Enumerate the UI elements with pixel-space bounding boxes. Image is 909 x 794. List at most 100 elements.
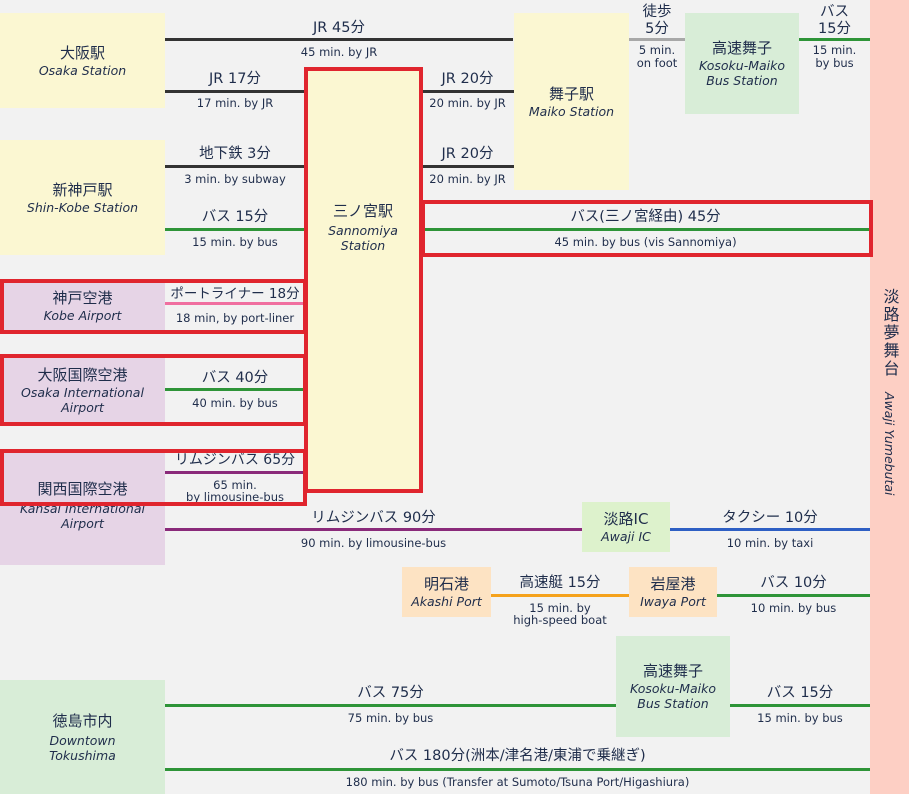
route-shinkobe-bus-en: 15 min. by bus — [192, 235, 278, 249]
limousine-line-kansai-awaji — [165, 528, 582, 531]
route-kansai-awaji-en: 90 min. by limousine-bus — [300, 536, 447, 550]
route-sannomiya-maiko-bottom-en: 20 min. by JR — [429, 172, 506, 186]
kosoku-maiko-top-en2: Bus Station — [706, 73, 778, 88]
kosoku-maiko-bottom-jp: 高速舞子 — [642, 662, 703, 680]
route-shinkobe-subway-jp: 地下鉄 3分 — [199, 146, 271, 162]
route-tokushima-75-jp: バス 75分 — [357, 685, 424, 701]
kosoku-maiko-top-en1: Kosoku-Maiko — [698, 58, 786, 73]
kansai-airport-en1: Kansai International — [20, 501, 145, 516]
itami-airport-en2: Airport — [61, 399, 104, 415]
route-sannomiya-bus-jp: バス(三ノ宮経由) 45分 — [570, 209, 721, 225]
subway-line-shinkobe — [165, 165, 305, 168]
route-shinkobe-subway-en: 3 min. by subway — [184, 172, 286, 186]
iwaya-port-en: Iwaya Port — [640, 594, 706, 609]
limousine-line-kansai-sannomiya — [165, 471, 305, 474]
jr-line-osaka-maiko — [165, 38, 513, 41]
route-boat-en2: high-speed boat — [513, 613, 607, 627]
route-osaka-maiko-en: 45 min. by JR — [300, 45, 378, 59]
boat-line — [491, 594, 629, 597]
awaji-ic-jp: 淡路IC — [603, 510, 649, 528]
jr-line-sannomiya-maiko-top — [421, 90, 514, 93]
route-taxi-en: 10 min. by taxi — [726, 536, 814, 550]
maiko-station-box: 舞子駅 Maiko Station — [514, 13, 629, 190]
route-walk-en1: 5 min. — [638, 43, 676, 57]
route-boat-jp: 高速艇 15分 — [519, 575, 601, 591]
shinkobe-station-en: Shin-Kobe Station — [26, 199, 139, 215]
iwaya-port-jp: 岩屋港 — [650, 575, 696, 593]
route-maiko-bus-jp1: バス — [820, 4, 849, 20]
bus-line-tokushima-180 — [165, 768, 870, 771]
kobe-airport-box: 神戸空港 Kobe Airport — [0, 280, 165, 332]
itami-airport-en1: Osaka International — [21, 384, 144, 400]
osaka-station-box: 大阪駅 Osaka Station — [0, 13, 165, 108]
kosoku-maiko-top-jp: 高速舞子 — [711, 39, 772, 57]
route-shinkobe-bus-jp: バス 15分 — [201, 209, 269, 225]
kansai-airport-box: 関西国際空港 Kansai International Airport — [0, 450, 165, 565]
walk-line — [629, 38, 685, 41]
jr-line-osaka-sannomiya — [165, 90, 305, 93]
akashi-port-en: Akashi Port — [411, 594, 482, 609]
kobe-airport-jp: 神戸空港 — [52, 289, 113, 307]
bus-line-sannomiya-yumebutai — [421, 228, 870, 231]
route-kansai-sannomiya-en2: by limousine-bus — [186, 490, 284, 504]
route-tokushima-180-en: 180 min. by bus (Transfer at Sumoto/Tsun… — [345, 775, 690, 789]
kansai-airport-jp: 関西国際空港 — [37, 480, 128, 498]
bus-line-iwaya — [717, 594, 870, 597]
route-maiko-bus-jp2: 15分 — [818, 21, 851, 37]
kobe-airport-en: Kobe Airport — [43, 308, 122, 323]
jr-line-sannomiya-maiko-bottom — [421, 165, 514, 168]
route-portliner-en: 18 min, by port-liner — [175, 311, 295, 325]
route-iwaya-bus-en: 10 min. by bus — [750, 601, 837, 615]
route-taxi-jp: タクシー 10分 — [722, 510, 818, 526]
sannomiya-station-box: 三ノ宮駅 Sannomiya Station — [305, 68, 421, 491]
tokushima-jp: 徳島市内 — [52, 711, 113, 730]
itami-airport-jp: 大阪国際空港 — [37, 365, 128, 384]
yumebutai-box: 淡路夢舞台 Awaji Yumebutai — [870, 0, 909, 794]
bus-line-maiko-yumebutai — [799, 38, 870, 41]
route-tokushima-180-jp: バス 180分(洲本/津名港/東浦で乗継ぎ) — [389, 748, 646, 764]
iwaya-port-box: 岩屋港 Iwaya Port — [629, 567, 717, 617]
portliner-line — [165, 302, 305, 305]
route-maiko-bus-en2: by bus — [815, 56, 854, 70]
shinkobe-station-box: 新神戸駅 Shin-Kobe Station — [0, 140, 165, 255]
route-maiko-bus15b-jp: バス 15分 — [766, 685, 834, 701]
bus-line-itami — [165, 388, 305, 391]
akashi-port-box: 明石港 Akashi Port — [402, 567, 491, 617]
sannomiya-station-en2: Station — [340, 238, 386, 253]
sannomiya-station-en1: Sannomiya — [328, 223, 398, 238]
bus-line-tokushima-75 — [165, 704, 616, 707]
route-walk-en2: on foot — [636, 56, 678, 70]
bus-line-shinkobe — [165, 228, 305, 231]
sannomiya-station-jp: 三ノ宮駅 — [332, 202, 393, 220]
route-sannomiya-maiko-top-jp: JR 20分 — [441, 71, 494, 87]
kosoku-maiko-top-box: 高速舞子 Kosoku-Maiko Bus Station — [685, 13, 799, 114]
route-sannomiya-maiko-top-en: 20 min. by JR — [429, 96, 506, 110]
route-sannomiya-bus-en: 45 min. by bus (vis Sannomiya) — [554, 235, 737, 249]
route-walk-jp2: 5分 — [645, 21, 669, 37]
awaji-ic-box: 淡路IC Awaji IC — [582, 502, 670, 552]
akashi-port-jp: 明石港 — [423, 575, 469, 593]
route-kansai-sannomiya-en1: 65 min. — [213, 478, 257, 492]
yumebutai-jp: 淡路夢舞台 — [880, 288, 900, 378]
route-osaka-sannomiya-jp: JR 17分 — [209, 71, 261, 87]
awaji-ic-en: Awaji IC — [601, 529, 651, 544]
kansai-airport-en2: Airport — [61, 516, 104, 531]
osaka-station-en: Osaka Station — [38, 62, 127, 78]
route-osaka-sannomiya-en: 17 min. by JR — [196, 96, 274, 110]
tokushima-en1: Downtown — [49, 732, 116, 748]
shinkobe-station-jp: 新神戸駅 — [52, 180, 113, 199]
kosoku-maiko-bottom-en2: Bus Station — [637, 696, 709, 711]
route-kansai-awaji-jp: リムジンバス 90分 — [311, 510, 436, 526]
route-portliner-jp: ポートライナー 18分 — [170, 286, 300, 302]
maiko-station-jp: 舞子駅 — [548, 84, 594, 103]
yumebutai-en: Awaji Yumebutai — [882, 392, 897, 496]
bus-line-maiko-15b — [730, 704, 870, 707]
route-itami-jp: バス 40分 — [201, 370, 269, 386]
route-maiko-bus-en1: 15 min. — [812, 43, 857, 57]
route-boat-en1: 15 min. by — [529, 601, 591, 615]
taxi-line — [670, 528, 870, 531]
route-walk-jp1: 徒歩 — [642, 4, 672, 20]
route-tokushima-75-en: 75 min. by bus — [347, 711, 434, 725]
osaka-station-jp: 大阪駅 — [59, 43, 105, 62]
itami-airport-box: 大阪国際空港 Osaka International Airport — [0, 355, 165, 425]
